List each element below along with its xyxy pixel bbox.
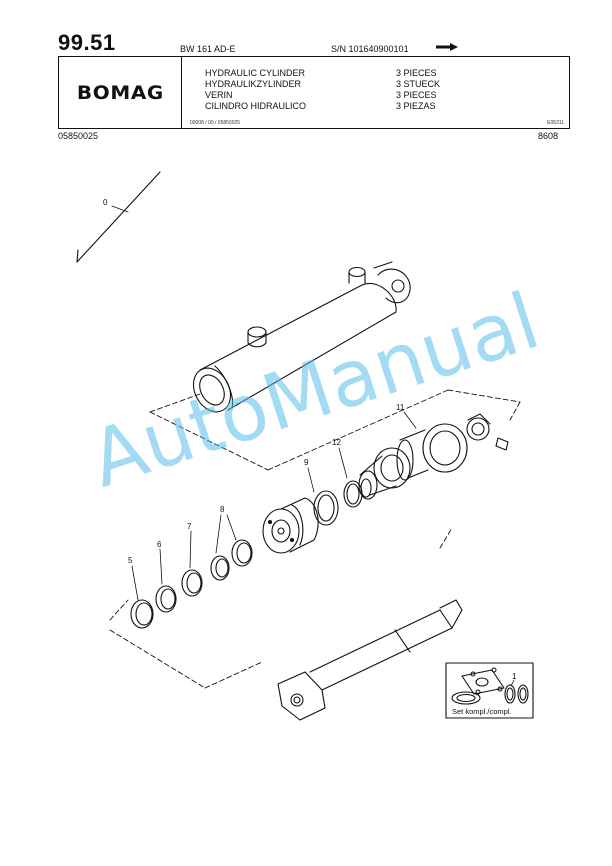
description-de: HYDRAULIKZYLINDER bbox=[205, 79, 302, 89]
description-fr: VERIN bbox=[205, 90, 233, 100]
piston-rod bbox=[277, 599, 463, 721]
piston-rings bbox=[130, 539, 253, 629]
callout-6: 6 bbox=[157, 540, 162, 549]
quantity-es: 3 PIEZAS bbox=[396, 101, 436, 111]
callout-9: 9 bbox=[304, 458, 309, 467]
callout-11: 11 bbox=[396, 403, 405, 412]
cylinder-tube bbox=[192, 261, 411, 413]
reference-codes: 00008 / 00 / 05850025 bbox=[190, 120, 241, 126]
assembly-bracket bbox=[76, 171, 161, 263]
description-es: CILINDRO HIDRAULICO bbox=[205, 101, 307, 111]
callout-12: 12 bbox=[332, 438, 341, 447]
quantity-en: 3 PIECES bbox=[396, 68, 437, 78]
o-rings bbox=[313, 480, 363, 526]
model-designation: BW 161 AD-E bbox=[180, 44, 236, 54]
leader-lines bbox=[111, 205, 515, 687]
serial-number: S/N 101640900101 bbox=[331, 44, 409, 54]
callout-5: 5 bbox=[128, 556, 133, 565]
seal-kit-box bbox=[445, 662, 534, 719]
brand-logo: BOMAG bbox=[76, 81, 164, 104]
logo-cell: BOMAG bbox=[59, 57, 182, 128]
piston bbox=[262, 497, 319, 554]
callout-7: 7 bbox=[187, 522, 192, 531]
guide-bushing bbox=[396, 423, 468, 481]
quantity-de: 3 STUECK bbox=[396, 79, 441, 89]
date-code: 8608 bbox=[538, 131, 559, 141]
assembly-outline bbox=[109, 389, 521, 689]
callout-1: 1 bbox=[512, 672, 517, 681]
callout-0: 0 bbox=[103, 198, 108, 207]
quantity-fr: 3 PIECES bbox=[396, 90, 437, 100]
end-nut bbox=[466, 413, 509, 451]
seal-kit-label: Set kompl./compl. bbox=[452, 707, 512, 716]
right-arrow-icon bbox=[436, 43, 458, 51]
stamp-code: E05311 bbox=[547, 120, 564, 126]
part-number: 05850025 bbox=[58, 131, 99, 141]
rod-seal bbox=[358, 447, 411, 500]
header-box: BOMAG HYDRAULIC CYLINDER HYDRAULIKZYLIND… bbox=[58, 56, 570, 129]
description-en: HYDRAULIC CYLINDER bbox=[205, 68, 306, 78]
page-number: 99.51 bbox=[58, 30, 116, 55]
callout-8: 8 bbox=[220, 505, 225, 514]
